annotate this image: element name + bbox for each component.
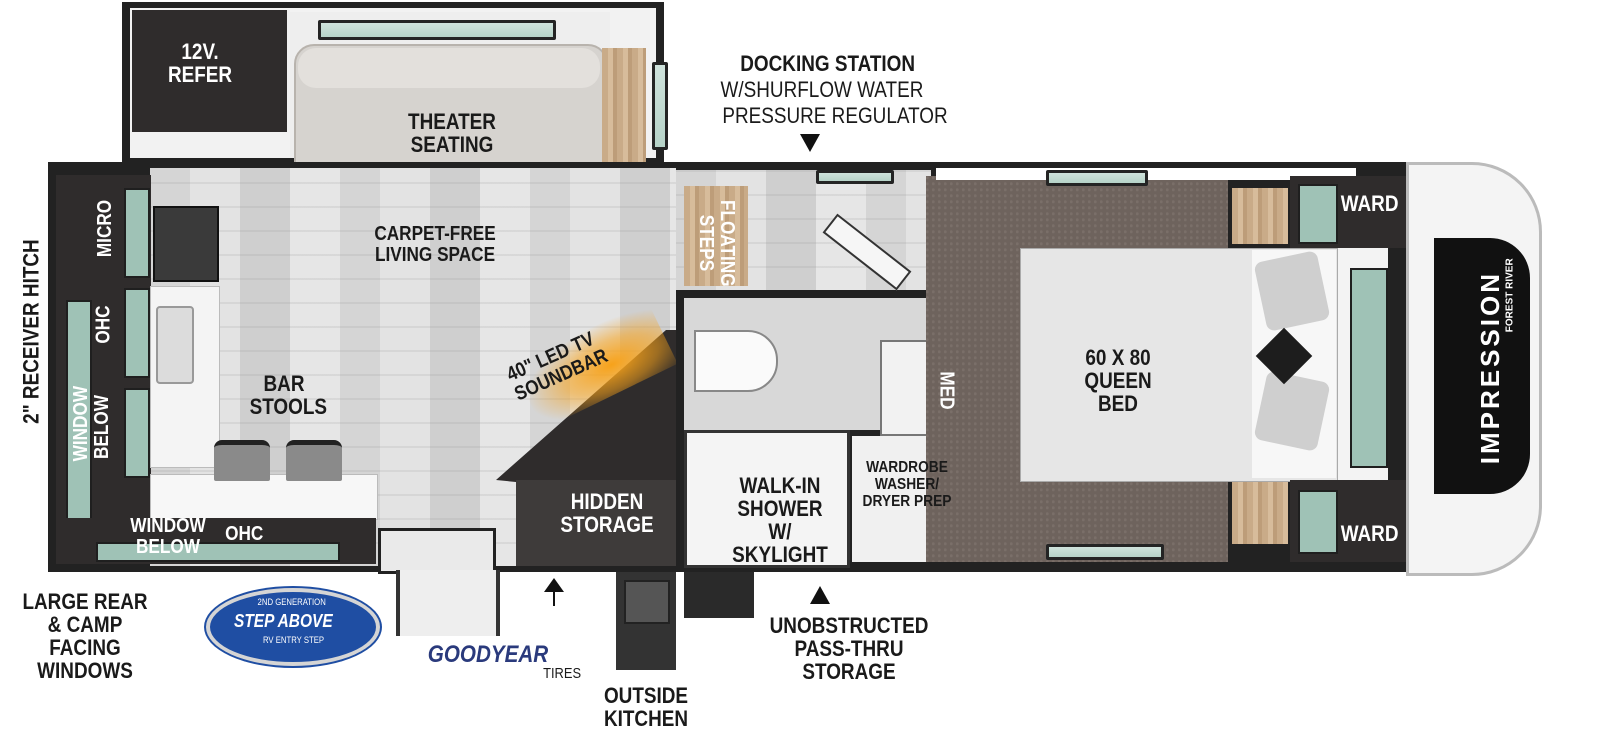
micro-label: MICRO (93, 199, 116, 258)
hall-top-wall (676, 164, 936, 170)
rear-window-2 (124, 288, 150, 378)
bedroom-bottom-wall (926, 562, 1346, 568)
front-window (1350, 268, 1388, 468)
wardrobe-bottom-mirror (1298, 490, 1338, 554)
outside-kitchen-label: OUTSIDE KITCHEN (603, 683, 689, 732)
slideout-cabinet (602, 48, 646, 168)
slideout-window (318, 20, 556, 40)
rear-window-1 (124, 188, 150, 278)
pass-thru-arrow-icon (810, 586, 830, 604)
docking-station-label: DOCKING STATION (740, 51, 916, 76)
range (153, 206, 219, 282)
rear-window-3 (124, 388, 150, 478)
goodyear-logo: GOODYEAR (427, 641, 549, 668)
hidden-storage (516, 480, 676, 566)
entry-door (378, 528, 496, 574)
bar-stool-2 (286, 440, 342, 481)
pass-thru-label: UNOBSTRUCTED PASS-THRU STORAGE (769, 613, 929, 685)
window-below-left-label: WINDOW BELOW (70, 385, 113, 462)
bedroom-window-top (1046, 170, 1148, 186)
theater-seating-label: THEATER SEATING (408, 109, 496, 158)
bar-stools-label: BAR STOOLS (249, 371, 328, 420)
docking-arrow-icon (800, 134, 820, 152)
hidden-storage-arrow-icon (544, 578, 564, 606)
bar-stool-1 (214, 440, 270, 481)
refrigerator (132, 10, 287, 132)
receiver-hitch-label: 2" RECEIVER HITCH (18, 239, 44, 424)
brand-model-text: IMPRESSION (1474, 271, 1505, 465)
docking-station-sub2: PRESSURE REGULATOR (722, 103, 948, 128)
front-cap-badge (1434, 238, 1530, 494)
tires-label: TIRES (543, 665, 582, 682)
carpet-free-label: CARPET-FREE LIVING SPACE (374, 223, 496, 266)
pass-thru-hatch (684, 572, 754, 618)
step-above-logo (206, 588, 380, 666)
vanity (880, 340, 934, 436)
theater-seat-back (298, 48, 600, 88)
rear-window-4 (66, 300, 92, 540)
toilet (694, 330, 778, 392)
slideout-side-window (652, 62, 668, 150)
ward-top-label: WARD (1340, 191, 1399, 216)
shower-label: WALK-IN SHOWER W/ SKYLIGHT (732, 473, 828, 568)
nightstand-bottom-wood (1232, 482, 1288, 544)
med-label: MED (935, 371, 958, 410)
sink (156, 306, 194, 384)
window-below-bottom-label: WINDOW BELOW (130, 515, 206, 558)
entry-step (396, 570, 500, 636)
shower (684, 430, 850, 568)
ward-bottom-label: WARD (1340, 521, 1399, 546)
refer-label: 12V. REFER (167, 39, 233, 88)
brand-maker-text: FOREST RIVER (1504, 258, 1516, 333)
ohc-bottom-label: OHC (225, 523, 264, 545)
bedroom-window-bottom (1046, 544, 1164, 560)
step-above-logo-sub: RV ENTRY STEP (262, 635, 325, 645)
step-above-logo-main: STEP ABOVE (234, 611, 333, 631)
wardrobe-label: WARDROBE WASHER/ DRYER PREP (862, 459, 952, 510)
floating-steps-label: FLOATING STEPS (695, 200, 738, 287)
wardrobe-top-mirror (1298, 184, 1338, 244)
step-above-logo-top: 2nd Generation (257, 597, 326, 607)
nightstand-top-wood (1232, 188, 1288, 244)
queen-bed-label: 60 X 80 QUEEN BED (1084, 345, 1152, 417)
rear-windows-label: LARGE REAR & CAMP FACING WINDOWS (22, 589, 148, 684)
ohc-left-label: OHC (92, 305, 115, 344)
bar-counter (150, 474, 378, 520)
bottom-left-window (96, 542, 340, 562)
docking-station-sub1: W/SHURFLOW WATER (720, 77, 924, 102)
hidden-storage-label: HIDDEN STORAGE (560, 489, 654, 538)
outside-kitchen-door (624, 580, 670, 624)
hall-window (816, 170, 894, 184)
floating-steps (684, 186, 748, 286)
